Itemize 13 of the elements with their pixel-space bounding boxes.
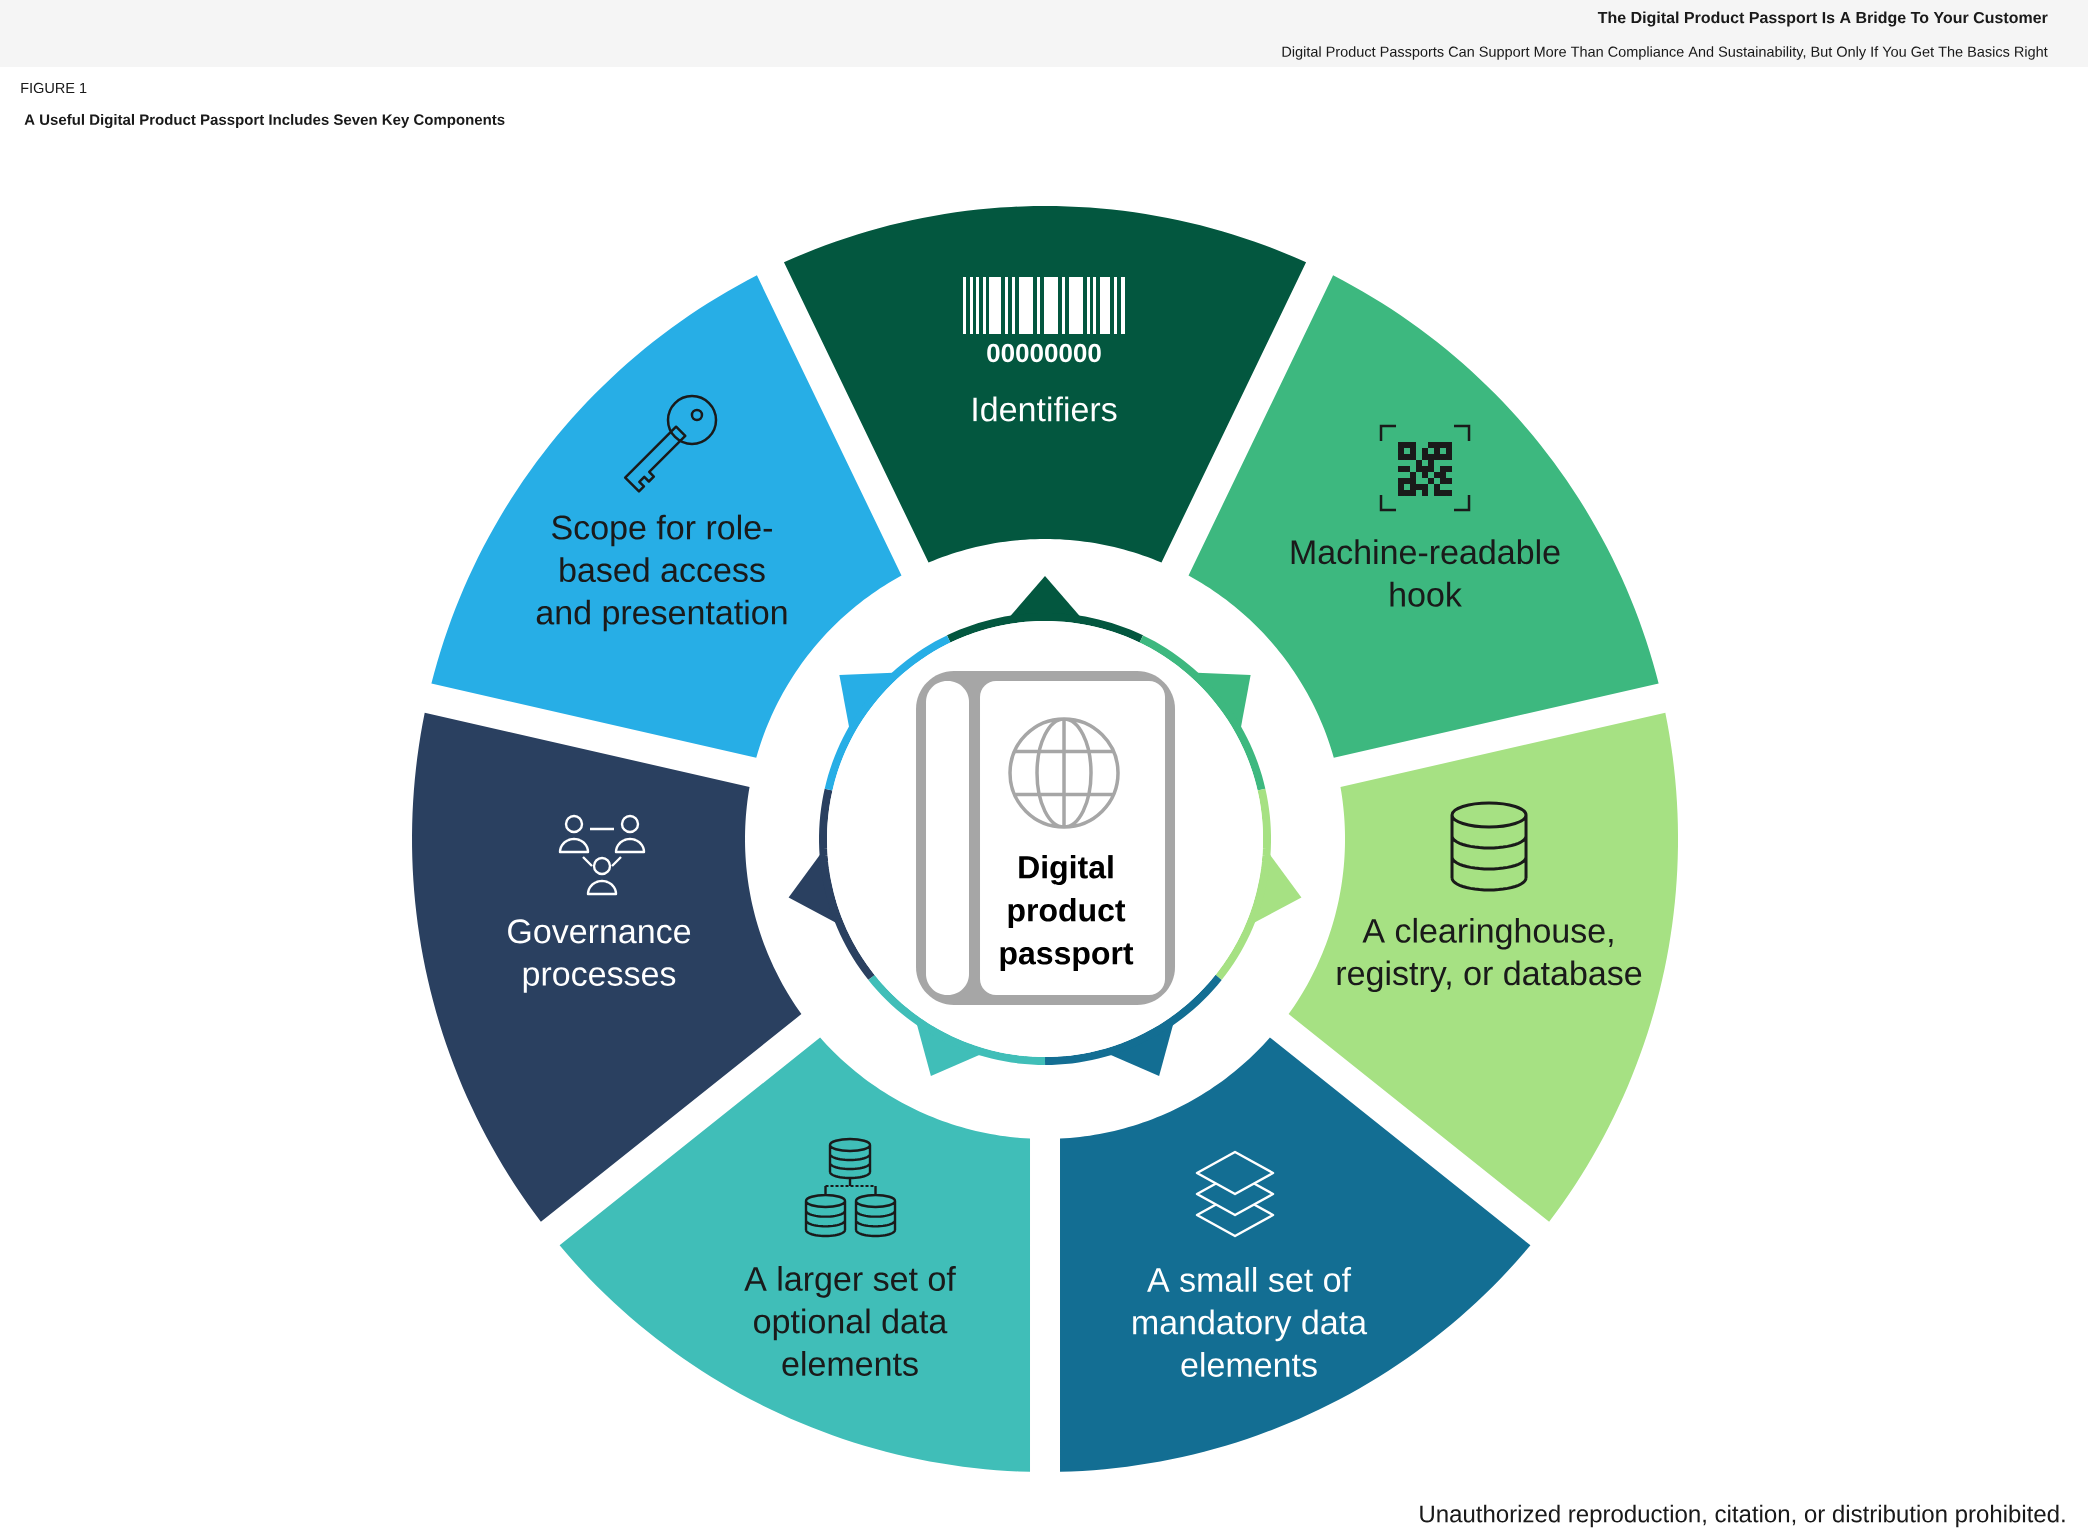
wheel-segment: Scope for role-based access and presentation <box>431 275 902 758</box>
wheel-segment: A larger set of optional data elements <box>559 1037 1030 1472</box>
figure-number: FIGURE 1 <box>21 82 87 94</box>
header-subtitle: Digital Product Passports Can Support More Than Compliance And Sustainability, But Only If You Get The Basics Right <box>1282 46 2048 60</box>
figure-title: A Useful Digital Product Passport Includes Seven Key Components <box>24 113 505 128</box>
wheel-segment: Machine-readable hook <box>1188 275 1659 758</box>
wheel-segment: A small set of mandatory data elements <box>1060 1037 1531 1472</box>
rights-notice: Unauthorized reproduction, citation, or distribution prohibited. <box>1420 1504 2065 1528</box>
wheel-segment: Governance processes <box>412 712 802 1222</box>
barcode-number: 00000000 <box>987 343 1101 363</box>
header-title: The Digital Product Passport Is A Bridge To Your Customer <box>1597 11 2048 27</box>
wheel-segment: A clearinghouse, registry, or database <box>1288 712 1678 1222</box>
node-label: Digital product passport <box>1000 855 1134 971</box>
